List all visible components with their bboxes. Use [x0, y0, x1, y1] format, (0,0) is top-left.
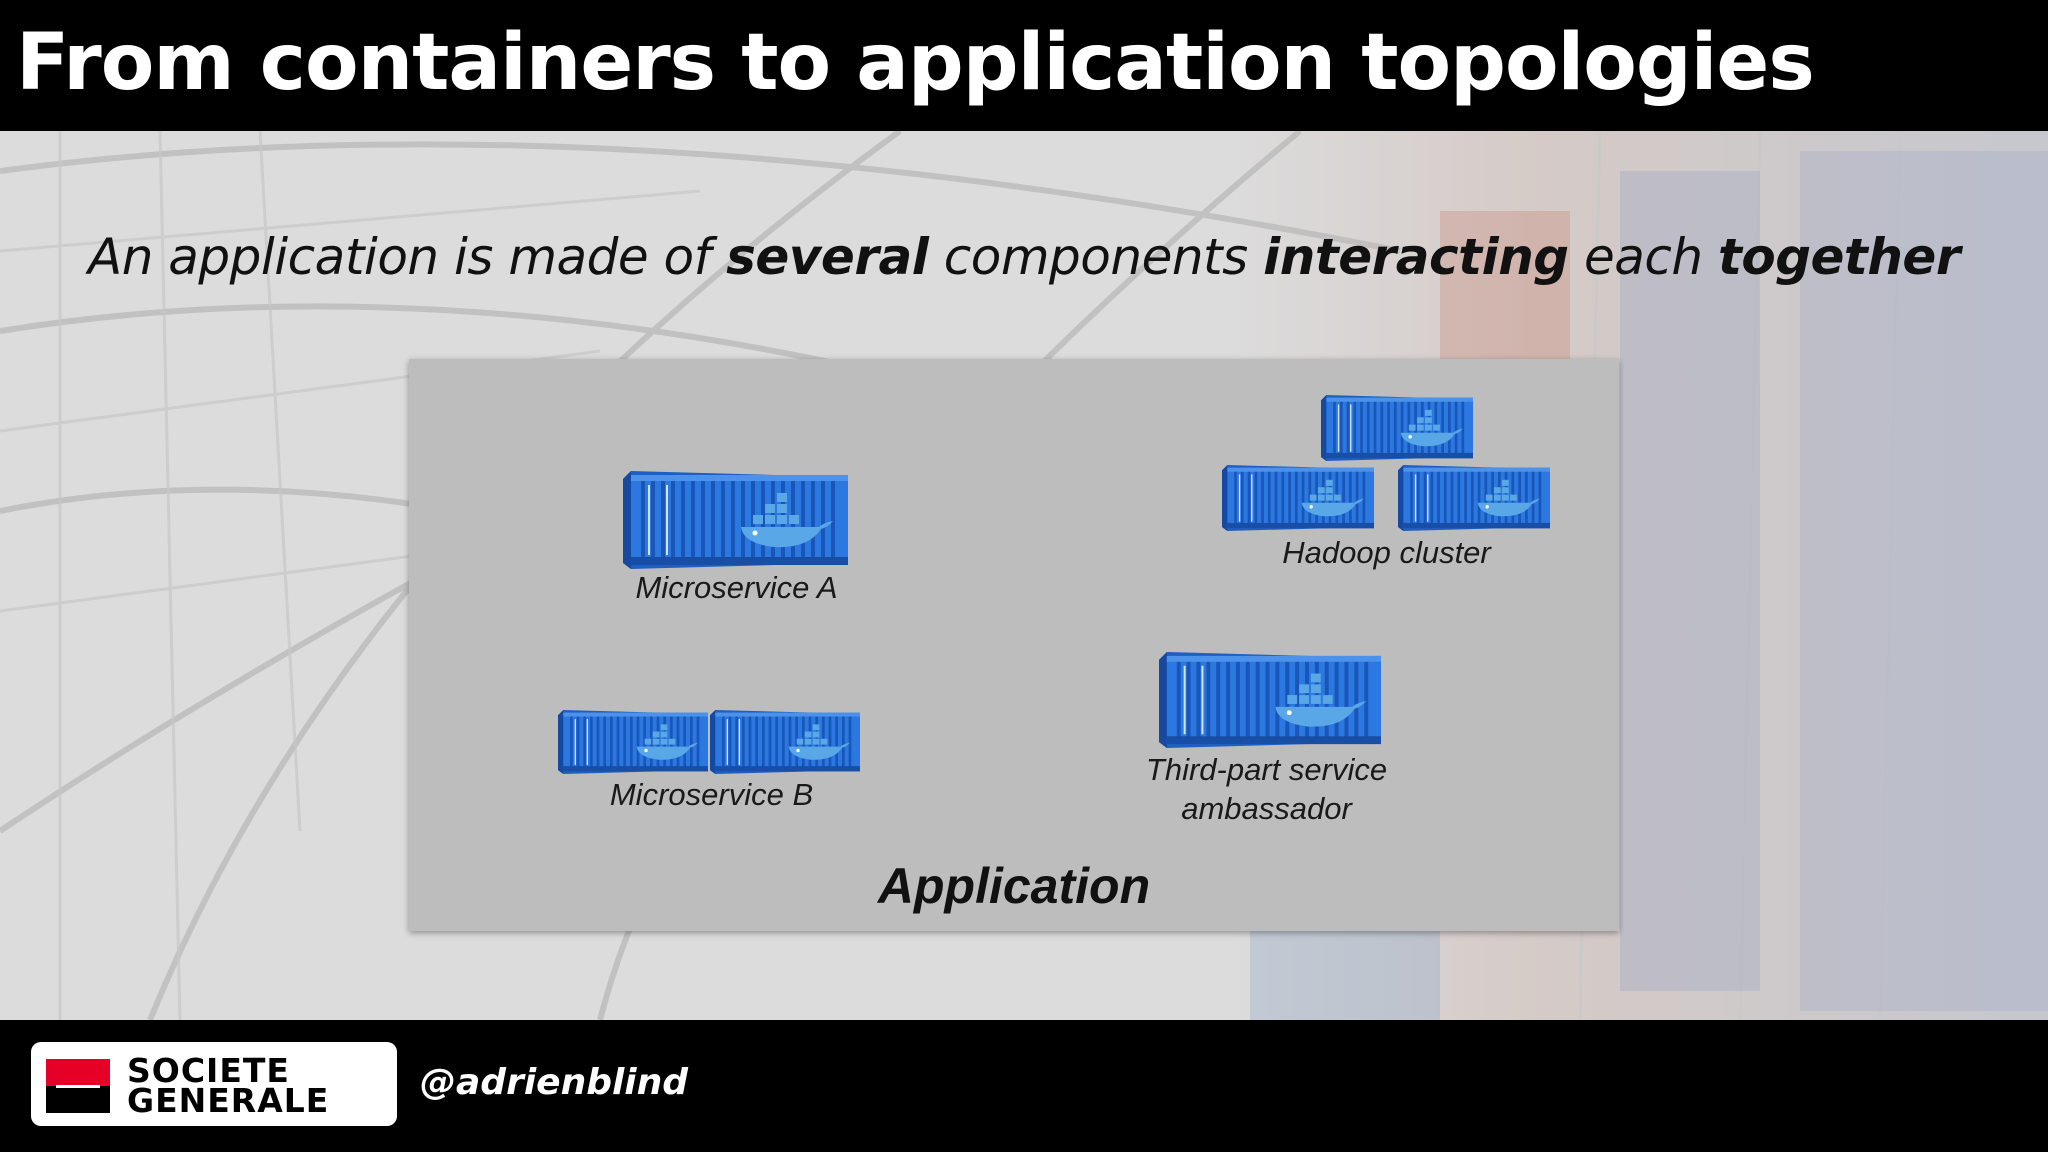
slide-subtitle: An application is made of several compon…	[0, 228, 2048, 286]
subtitle-part: An application is made of	[88, 228, 727, 286]
logo-mark-icon	[46, 1059, 110, 1113]
component-label-third-part-service: Third-part service ambassador	[1089, 750, 1444, 828]
docker-container-icon	[623, 471, 848, 569]
subtitle-part-bold: several	[726, 228, 929, 286]
label-line: Third-part service	[1145, 752, 1388, 787]
docker-container-icon	[558, 710, 708, 774]
docker-container-icon	[1159, 652, 1381, 748]
component-label-hadoop-cluster: Hadoop cluster	[1282, 535, 1491, 570]
subtitle-part: components	[928, 228, 1264, 286]
twitter-handle: @adrienblind	[420, 1062, 689, 1103]
logo-text: SOCIETE GENERALE	[127, 1051, 330, 1120]
docker-container-icon	[1398, 465, 1550, 531]
application-panel: Microservice A Hadoop cluster Microservi…	[409, 359, 1619, 931]
footer-bar: SOCIETE GENERALE @adrienblind	[0, 1020, 2048, 1152]
application-label: Application	[877, 858, 1151, 914]
title-bar: From containers to application topologie…	[0, 0, 2048, 131]
component-label-microservice-b: Microservice B	[609, 777, 814, 812]
docker-container-icon	[710, 710, 860, 774]
slide-title: From containers to application topologie…	[16, 18, 1815, 108]
docker-container-icon	[1321, 395, 1473, 461]
subtitle-part: each	[1568, 228, 1718, 286]
label-line: ambassador	[1181, 791, 1352, 826]
societe-generale-logo: SOCIETE GENERALE	[31, 1042, 397, 1126]
subtitle-part-bold: interacting	[1263, 228, 1569, 286]
subtitle-part-bold: together	[1717, 228, 1961, 286]
logo-line: GENERALE	[127, 1081, 330, 1120]
logo-line: SOCIETE	[127, 1051, 290, 1090]
component-label-microservice-a: Microservice A	[635, 570, 838, 605]
docker-container-icon	[1222, 465, 1374, 531]
